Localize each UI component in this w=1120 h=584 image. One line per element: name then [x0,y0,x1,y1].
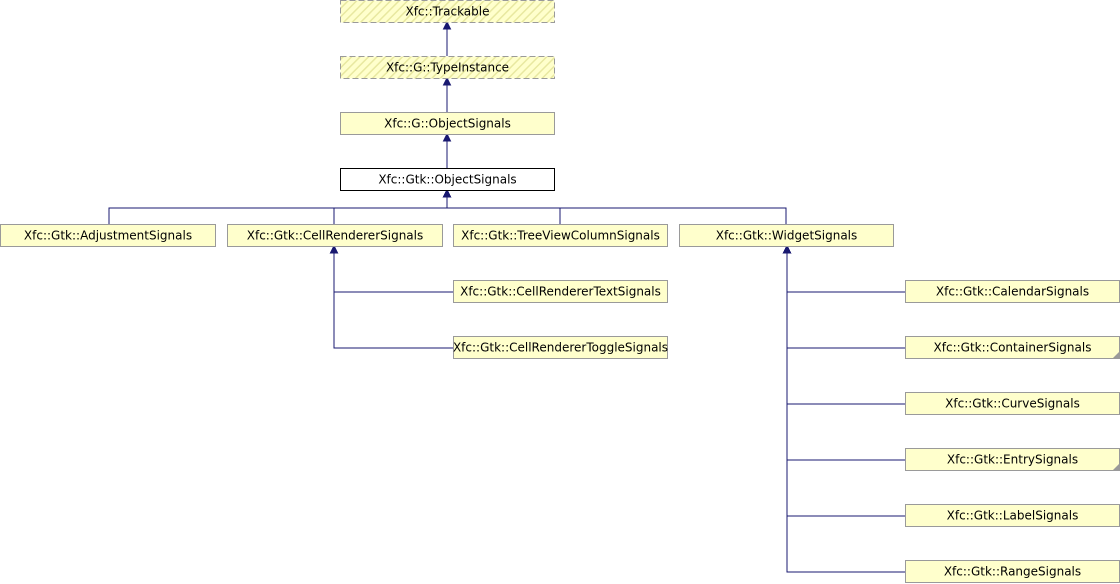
class-node-adjustment-signals[interactable]: Xfc::Gtk::AdjustmentSignals [0,224,216,247]
edge-container_signals-to-widget_signals [782,244,905,349]
edge-line [446,190,561,224]
node-box [340,112,555,135]
edge-curve_signals-to-widget_signals [782,244,905,405]
node-label: Xfc::Gtk::AdjustmentSignals [24,229,192,243]
edge-entry_signals-to-widget_signals [782,244,905,461]
truncation-marker-icon [1112,463,1120,471]
node-label: Xfc::Gtk::TreeViewColumnSignals [461,229,660,243]
edge-line [446,190,787,224]
class-node-g-object-signals[interactable]: Xfc::G::ObjectSignals [340,112,555,135]
edge-line [786,246,905,349]
arrowhead [442,188,452,198]
class-node-type-instance[interactable]: Xfc::G::TypeInstance [340,56,555,79]
edge-adjustment_signals-to-gtk_object_signals [108,188,452,224]
node-box [453,336,668,359]
class-node-widget-signals[interactable]: Xfc::Gtk::WidgetSignals [679,224,894,247]
edge-calendar_signals-to-widget_signals [782,244,905,293]
class-node-trackable[interactable]: Xfc::Trackable [340,0,555,23]
arrowhead [442,132,452,142]
class-node-gtk-object-signals[interactable]: Xfc::Gtk::ObjectSignals [340,168,555,191]
class-node-tree-view-column-signals[interactable]: Xfc::Gtk::TreeViewColumnSignals [453,224,668,247]
edge-line [333,246,453,349]
node-label: Xfc::Gtk::CellRendererSignals [247,229,423,243]
edge-g_object_signals-to-type_instance [442,76,452,112]
node-label: Xfc::Gtk::RangeSignals [944,565,1081,579]
class-node-container-signals[interactable]: Xfc::Gtk::ContainerSignals [905,336,1120,359]
arrowhead [442,20,452,30]
node-label: Xfc::Gtk::ObjectSignals [378,173,516,187]
truncation-marker-icon [1112,351,1120,359]
node-box [453,280,668,303]
node-box [679,224,894,247]
node-box [340,0,555,23]
arrowhead [329,244,339,254]
edge-line [786,246,905,405]
edge-gtk_object_signals-to-g_object_signals [442,132,452,168]
node-box [453,224,668,247]
node-box [340,168,555,191]
node-label: Xfc::Trackable [405,5,489,19]
edge-line [108,190,448,224]
node-label: Xfc::Gtk::CurveSignals [945,397,1080,411]
edge-line [786,246,905,517]
node-label: Xfc::G::TypeInstance [386,61,509,75]
edge-line [333,190,448,224]
node-label: Xfc::Gtk::WidgetSignals [716,229,858,243]
class-node-label-signals[interactable]: Xfc::Gtk::LabelSignals [905,504,1120,527]
edge-tree_view_column_signals-to-gtk_object_signals [442,188,561,224]
class-node-entry-signals[interactable]: Xfc::Gtk::EntrySignals [905,448,1120,471]
edge-cell_renderer_text_signals-to-cell_renderer_signals [329,244,453,293]
class-node-cell-renderer-text-signals[interactable]: Xfc::Gtk::CellRendererTextSignals [453,280,668,303]
arrowhead [442,76,452,86]
class-node-range-signals[interactable]: Xfc::Gtk::RangeSignals [905,560,1120,583]
class-node-curve-signals[interactable]: Xfc::Gtk::CurveSignals [905,392,1120,415]
edge-range_signals-to-widget_signals [782,244,905,573]
edge-type_instance-to-trackable [442,20,452,56]
node-box [340,56,555,79]
class-node-cell-renderer-toggle-signals[interactable]: Xfc::Gtk::CellRendererToggleSignals [453,336,668,359]
node-box [0,224,216,247]
edge-line [786,246,905,461]
node-label: Xfc::Gtk::CellRendererTextSignals [460,285,661,299]
arrowhead [782,244,792,254]
edge-label_signals-to-widget_signals [782,244,905,517]
node-box [227,224,443,247]
edge-cell_renderer_signals-to-gtk_object_signals [333,188,452,224]
class-node-calendar-signals[interactable]: Xfc::Gtk::CalendarSignals [905,280,1120,303]
node-label: Xfc::Gtk::CalendarSignals [936,285,1089,299]
class-node-cell-renderer-signals[interactable]: Xfc::Gtk::CellRendererSignals [227,224,443,247]
edge-widget_signals-to-gtk_object_signals [442,188,787,224]
edge-cell_renderer_toggle_signals-to-cell_renderer_signals [329,244,453,349]
node-label: Xfc::G::ObjectSignals [384,117,511,131]
node-label: Xfc::Gtk::LabelSignals [947,509,1079,523]
edge-line [333,246,453,293]
node-label: Xfc::Gtk::ContainerSignals [934,341,1092,355]
node-label: Xfc::Gtk::CellRendererToggleSignals [453,341,668,355]
edge-line [786,246,905,293]
edge-line [786,246,905,573]
inheritance-edges [108,20,905,573]
node-label: Xfc::Gtk::EntrySignals [947,453,1078,467]
